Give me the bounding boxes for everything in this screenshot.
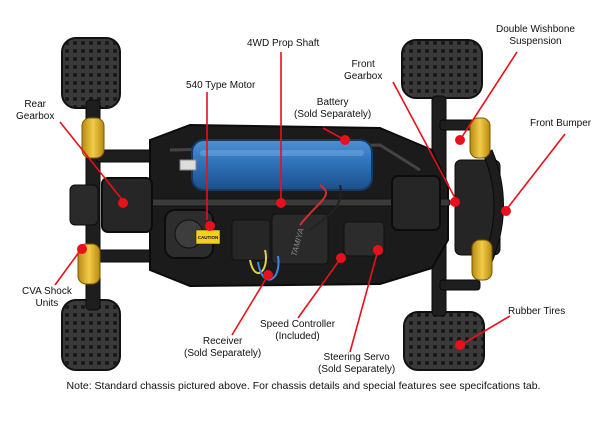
dot-battery: [340, 135, 350, 145]
motor: [164, 209, 214, 259]
dot-speed-controller: [336, 253, 346, 263]
shock-rear-bottom: [77, 243, 101, 285]
pointer-dots: [77, 135, 511, 350]
dot-front-gearbox: [450, 197, 460, 207]
dot-motor: [205, 221, 215, 231]
shock-front-bottom: [471, 239, 493, 281]
label-rear-gearbox: Rear Gearbox: [16, 99, 55, 122]
tire-front-top: [401, 39, 483, 99]
dot-rear-gearbox: [118, 198, 128, 208]
dot-receiver: [263, 270, 273, 280]
label-receiver: Receiver (Sold Separately): [184, 336, 262, 359]
shock-rear-top: [81, 117, 105, 159]
label-steering-servo: Steering Servo (Sold Separately): [318, 352, 396, 375]
dot-prop-shaft: [276, 198, 286, 208]
tire-front-bottom: [403, 311, 485, 371]
footnote: Note: Standard chassis pictured above. F…: [66, 380, 541, 392]
shock-front-top: [469, 117, 491, 159]
pointer-lines: [54, 51, 566, 353]
dot-steering-servo: [373, 245, 383, 255]
dot-rubber-tires: [455, 340, 465, 350]
label-battery: Battery (Sold Separately): [294, 97, 372, 120]
dot-wishbone: [455, 135, 465, 145]
wiring: [249, 184, 342, 281]
dot-cva-shock: [77, 244, 87, 254]
label-speed-controller: Speed Controller (Included): [260, 319, 336, 342]
label-rubber-tires: Rubber Tires: [508, 306, 566, 317]
label-prop-shaft: 4WD Prop Shaft: [247, 38, 320, 49]
label-motor: 540 Type Motor: [186, 80, 256, 91]
caution-text: CAUTION: [198, 235, 219, 240]
receiver-unit: [231, 219, 271, 261]
label-front-gearbox: Front Gearbox: [344, 59, 383, 82]
tire-rear-top: [61, 37, 121, 109]
battery-pack: [179, 139, 373, 191]
label-front-bumper: Front Bumper: [530, 118, 592, 129]
label-cva-shock: CVA Shock Units: [22, 286, 72, 309]
dot-front-bumper: [501, 206, 511, 216]
front-gearbox-unit: [391, 175, 441, 231]
label-double-wishbone: Double Wishbone Suspension: [496, 24, 575, 47]
